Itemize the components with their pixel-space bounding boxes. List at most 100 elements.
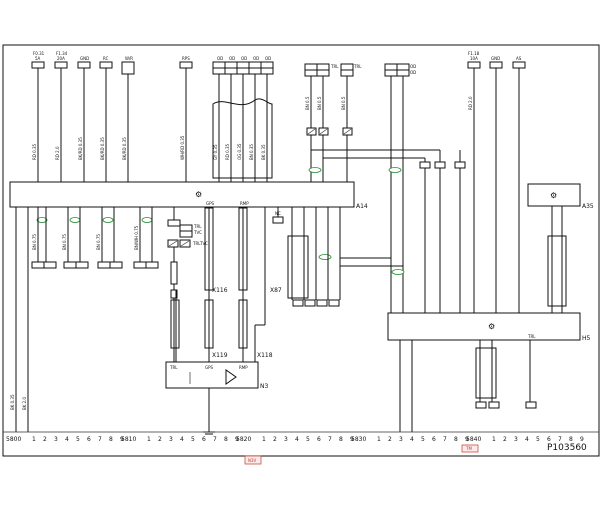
module-a35: A35 ⚙ [527, 183, 594, 210]
module-label: N3 [260, 383, 268, 390]
footer-digit: 9 [465, 436, 469, 443]
footer-digit: 1 [147, 436, 151, 443]
footer-digit: 7 [98, 436, 102, 443]
svg-text:BN 0.5: BN 0.5 [341, 96, 346, 110]
footer-digit: 9 [235, 436, 239, 443]
footer-digit: 2 [158, 436, 162, 443]
svg-text:TRL: TRL [527, 334, 536, 339]
svg-text:BN/WH 0.75: BN/WH 0.75 [134, 225, 139, 250]
footer-digit: 7 [213, 436, 217, 443]
wire-labels-top: RD 0.35 RD 2.0 BK/RD 0.35 BK/RD 0.35 BK/… [32, 96, 473, 160]
svg-text:BK 0.35: BK 0.35 [261, 144, 266, 160]
footer-digit: 8 [109, 436, 113, 443]
shield-od [212, 98, 273, 179]
tag-tm: TM [465, 446, 472, 451]
footer-digit: 9 [350, 436, 354, 443]
svg-text:RD 2.0: RD 2.0 [468, 96, 473, 110]
terminal-label: RC [103, 56, 109, 61]
diagram-frame [2, 44, 600, 457]
lower-left-wires [15, 207, 159, 432]
fuse-rating: 5A [35, 56, 41, 61]
svg-text:RD 0.35: RD 0.35 [32, 144, 37, 160]
svg-text:WH/RD 0.35: WH/RD 0.35 [180, 135, 185, 160]
svg-text:TRL: TRL [193, 224, 202, 229]
svg-text:GY 0.35: GY 0.35 [213, 144, 218, 160]
footer-digit: 4 [525, 436, 529, 443]
footer-digit: 8 [454, 436, 458, 443]
footer-digit: 1 [377, 436, 381, 443]
cross-wires [311, 140, 466, 313]
module-a14: A14 ⚙ [9, 181, 368, 210]
module-label: H5 [582, 335, 591, 342]
module-label: A35 [582, 203, 594, 210]
svg-text:BK/RD 0.35: BK/RD 0.35 [122, 137, 127, 160]
svg-text:OD: OD [410, 70, 416, 75]
terminal-label: GND [80, 56, 89, 61]
svg-text:OD: OD [229, 56, 235, 61]
footer-digit: 3 [399, 436, 403, 443]
footer-digit: 7 [443, 436, 447, 443]
svg-text:BK 0.35: BK 0.35 [10, 394, 15, 410]
footer-digit: 2 [43, 436, 47, 443]
footer-digit: 2 [503, 436, 507, 443]
svg-text:⚙: ⚙ [550, 191, 557, 200]
svg-text:TVC: TVC [193, 230, 202, 235]
x87-region: NC X87 [254, 207, 284, 362]
svg-text:OD: OD [253, 56, 259, 61]
footer-digit: 2 [273, 436, 277, 443]
module-h5: H5 ⚙ [387, 312, 591, 342]
svg-text:BN 0.5: BN 0.5 [317, 96, 322, 110]
ref-code: P103560 [547, 443, 587, 453]
footer-digit: 4 [180, 436, 184, 443]
footer-digit: 5 [76, 436, 80, 443]
footer-digit: 1 [32, 436, 36, 443]
footer-group-number: 5820 [236, 436, 251, 443]
svg-text:GPS: GPS [206, 201, 215, 206]
svg-text:BK/RD 0.35: BK/RD 0.35 [100, 137, 105, 160]
footer-group-number: 5800 [6, 436, 21, 443]
connector-x87: X87 [270, 287, 282, 294]
svg-text:GND: GND [491, 56, 500, 61]
footer-digit: 3 [54, 436, 58, 443]
svg-text:BK/RD 0.35: BK/RD 0.35 [78, 137, 83, 160]
middle-components: TRL TVC TRL TVC [167, 207, 208, 362]
footer-digit: 6 [317, 436, 321, 443]
fuse-label: F0.31 [33, 51, 45, 56]
footer-digit: 6 [87, 436, 91, 443]
svg-text:⚙: ⚙ [488, 322, 495, 331]
svg-text:OD: OD [217, 56, 223, 61]
footer-digit: 3 [284, 436, 288, 443]
footer-digit: 9 [120, 436, 124, 443]
tag-n3v: N3V [248, 458, 257, 463]
svg-text:AS: AS [516, 56, 522, 61]
terminal-label: RPS [182, 56, 190, 61]
footer-digit: 5 [306, 436, 310, 443]
svg-text:TRL: TRL [192, 241, 201, 246]
footer-digit: 4 [295, 436, 299, 443]
gps-rmp-wires: GPS RMP [170, 201, 249, 362]
svg-text:BK 2.0: BK 2.0 [22, 397, 27, 410]
od-terminals-right: OD OD [384, 63, 416, 77]
footer-digit: 5 [191, 436, 195, 443]
footer-digit: 6 [432, 436, 436, 443]
footer-group-number: 5830 [351, 436, 366, 443]
relay-symbols [306, 127, 353, 136]
svg-text:RMP: RMP [240, 201, 249, 206]
wire-labels-lower: BK 0.35 BK 2.0 BN 0.75 BN 0.75 BN 0.75 B… [10, 225, 139, 410]
module-label: A14 [356, 203, 368, 210]
footer-digit: 1 [492, 436, 496, 443]
footer-group-number: 5840 [466, 436, 481, 443]
svg-text:TVC: TVC [199, 241, 208, 246]
svg-text:BN 0.75: BN 0.75 [96, 234, 101, 250]
svg-text:BN 0.5: BN 0.5 [305, 96, 310, 110]
connector-x119: X119 [212, 352, 228, 359]
footer-digit: 5 [421, 436, 425, 443]
svg-text:RD 0.35: RD 0.35 [225, 144, 230, 160]
footer-digit: 7 [558, 436, 562, 443]
svg-text:OD: OD [410, 64, 416, 69]
svg-text:TRL: TRL [169, 365, 178, 370]
svg-text:BN 0.75: BN 0.75 [32, 234, 37, 250]
footer-digit: 5 [536, 436, 540, 443]
